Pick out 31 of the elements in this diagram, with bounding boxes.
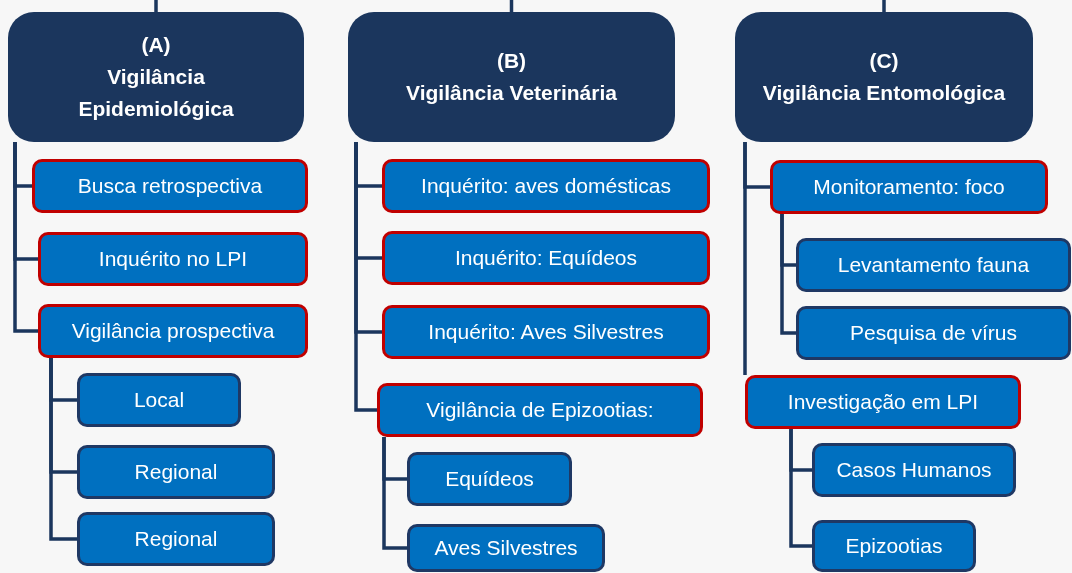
connector-line (354, 142, 377, 412)
connector-line (743, 142, 747, 375)
process-box: Aves Silvestres (407, 524, 605, 572)
connector-line (49, 358, 77, 541)
connector-line (882, 0, 886, 12)
highlighted-process-box: Inquérito: Equídeos (382, 231, 710, 285)
process-box: Pesquisa de vírus (796, 306, 1071, 360)
highlighted-process-box: Investigação em LPI (745, 375, 1021, 429)
process-box: Regional (77, 445, 275, 499)
category-header-box: (A) Vigilância Epidemiológica (8, 12, 304, 142)
connector-line (509, 0, 514, 12)
category-header-box: (C) Vigilância Entomológica (735, 12, 1033, 142)
process-box: Local (77, 373, 241, 427)
highlighted-process-box: Vigilância prospectiva (38, 304, 308, 358)
highlighted-process-box: Inquérito no LPI (38, 232, 308, 286)
process-box: Equídeos (407, 452, 572, 506)
highlighted-process-box: Monitoramento: foco (770, 160, 1048, 214)
process-box: Levantamento fauna (796, 238, 1071, 292)
connector-line (789, 429, 812, 548)
process-box: Regional (77, 512, 275, 566)
highlighted-process-box: Busca retrospectiva (32, 159, 308, 213)
process-box: Epizootias (812, 520, 976, 572)
connector-line (154, 0, 158, 12)
process-box: Casos Humanos (812, 443, 1016, 497)
connector-line (13, 142, 38, 333)
connector-line (780, 214, 796, 335)
category-header-box: (B) Vigilância Veterinária (348, 12, 675, 142)
connector-line (382, 437, 407, 550)
highlighted-process-box: Inquérito: Aves Silvestres (382, 305, 710, 359)
highlighted-process-box: Inquérito: aves domésticas (382, 159, 710, 213)
highlighted-process-box: Vigilância de Epizootias: (377, 383, 703, 437)
